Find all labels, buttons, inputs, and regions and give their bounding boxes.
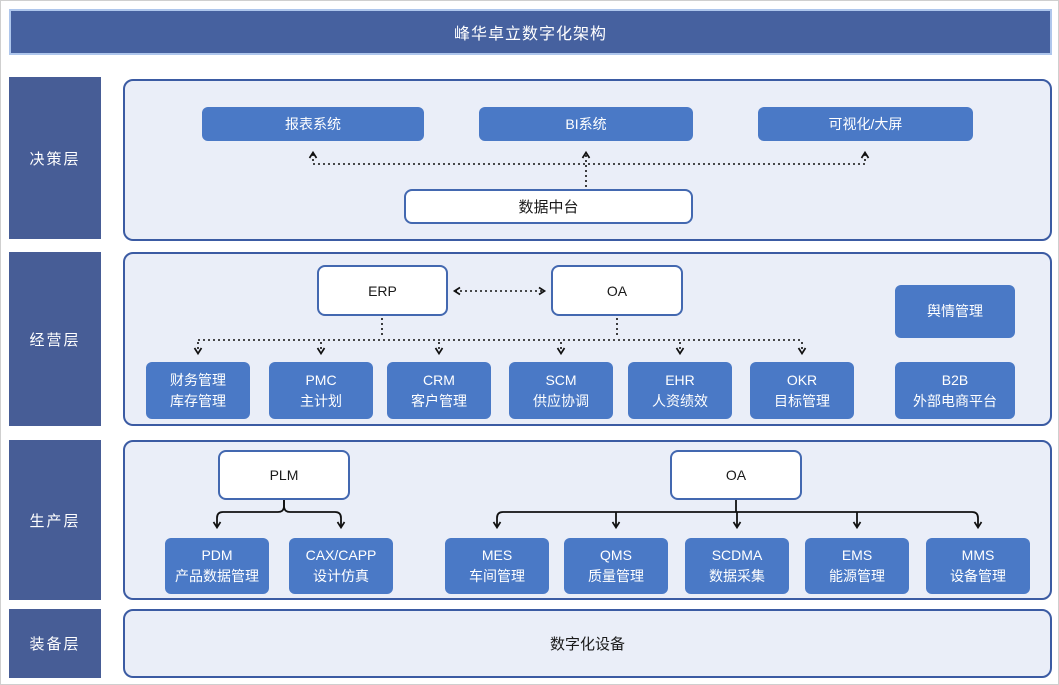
box-label-line2: 能源管理 [829, 568, 885, 584]
box-scdma: SCDMA 数据采集 [685, 538, 789, 594]
box-label-line2: 设备管理 [950, 568, 1006, 584]
box-label-line1: MMS [961, 547, 995, 563]
layer-label-equipment: 装备层 [9, 609, 101, 678]
box-okr: OKR 目标管理 [750, 362, 854, 419]
decision-panel: 报表系统 BI系统 可视化/大屏 数据中台 [123, 79, 1052, 241]
box-pmc: PMC 主计划 [269, 362, 373, 419]
diagram-title: 峰华卓立数字化架构 [453, 26, 607, 43]
box-label: PLM [269, 467, 299, 483]
box-report-system: 报表系统 [202, 107, 424, 141]
box-label-line1: SCM [545, 371, 577, 388]
box-label-line1: SCDMA [711, 547, 763, 563]
box-label-line1: 财务管理 [170, 371, 226, 388]
box-label-line2: 产品数据管理 [175, 568, 259, 584]
box-public-opinion: 舆情管理 [895, 285, 1015, 338]
box-label-line1: QMS [600, 547, 632, 563]
box-label: 舆情管理 [927, 303, 983, 319]
box-label-line1: OKR [786, 371, 818, 388]
box-label-line1: CRM [423, 371, 455, 388]
box-label-line2: 人资绩效 [652, 392, 708, 409]
box-label: OA [606, 282, 628, 299]
box-label-line1: B2B [941, 371, 969, 388]
box-bi-system: BI系统 [479, 107, 693, 141]
box-label: 可视化/大屏 [828, 115, 903, 132]
box-data-middle-platform: 数据中台 [404, 189, 693, 224]
box-cax-capp: CAX/CAPP 设计仿真 [289, 538, 393, 594]
box-b2b: B2B 外部电商平台 [895, 362, 1015, 419]
box-visualization: 可视化/大屏 [758, 107, 973, 141]
layer-label-operation: 经营层 [9, 252, 101, 426]
box-label-line1: PDM [201, 547, 233, 563]
production-panel: PLM OA PDM 产品数据管理 CAX/CAPP 设计仿真 MES 车间管理… [123, 440, 1052, 600]
box-label-line2: 主计划 [300, 392, 342, 409]
box-label-line2: 客户管理 [411, 392, 467, 409]
box-qms: QMS 质量管理 [564, 538, 668, 594]
box-label-line2: 质量管理 [588, 568, 644, 584]
box-digital-equipment: 数字化设备 [549, 636, 625, 653]
box-scm: SCM 供应协调 [509, 362, 613, 419]
box-label-line1: PMC [305, 371, 337, 388]
box-label: 数据中台 [518, 199, 579, 216]
box-mes: MES 车间管理 [445, 538, 549, 594]
box-crm: CRM 客户管理 [387, 362, 491, 419]
box-label-line2: 数据采集 [709, 568, 765, 584]
layer-label-text: 生产层 [29, 512, 81, 530]
box-label-line2: 库存管理 [170, 392, 226, 409]
box-label-line1: MES [481, 547, 513, 563]
box-finance-inventory: 财务管理 库存管理 [146, 362, 250, 419]
box-ehr: EHR 人资绩效 [628, 362, 732, 419]
operation-panel: ERP OA 舆情管理 财务管理 库存管理 PMC 主计划 CRM 客户管理 S… [123, 252, 1052, 426]
diagram-title-bar: 峰华卓立数字化架构 [9, 9, 1052, 55]
box-plm: PLM [218, 450, 350, 500]
box-pdm: PDM 产品数据管理 [165, 538, 269, 594]
box-label-line2: 设计仿真 [313, 568, 369, 584]
box-oa-production: OA [670, 450, 802, 500]
box-label-line2: 目标管理 [774, 392, 830, 409]
box-label-line2: 供应协调 [533, 392, 589, 409]
layer-label-text: 经营层 [29, 331, 81, 349]
box-label-line1: EHR [665, 371, 695, 388]
box-erp: ERP [317, 265, 448, 316]
box-label: OA [725, 467, 747, 483]
layer-label-text: 决策层 [29, 150, 81, 168]
box-label-line2: 外部电商平台 [913, 392, 997, 409]
equipment-panel: 数字化设备 [123, 609, 1052, 678]
box-label: 报表系统 [285, 115, 341, 132]
layer-label-text: 装备层 [29, 636, 81, 653]
box-mms: MMS 设备管理 [926, 538, 1030, 594]
box-ems: EMS 能源管理 [805, 538, 909, 594]
box-oa-operation: OA [551, 265, 683, 316]
box-label-line1: EMS [841, 547, 873, 563]
layer-label-production: 生产层 [9, 440, 101, 600]
box-label-line1: CAX/CAPP [305, 547, 377, 563]
box-label: BI系统 [565, 115, 607, 132]
box-label: ERP [368, 282, 397, 299]
box-label-line2: 车间管理 [469, 568, 525, 584]
layer-label-decision: 决策层 [9, 77, 101, 239]
